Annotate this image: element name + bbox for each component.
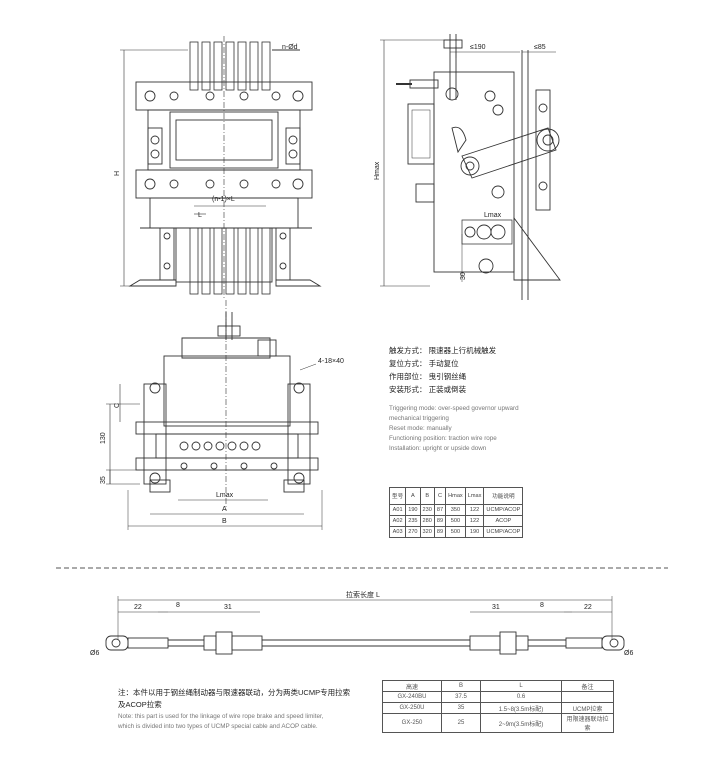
cable-d22-right: 22	[584, 604, 592, 611]
c-label: C	[114, 402, 121, 408]
table-row: GX-250 25 2~9m(3.5m标配) 用限速器联动拉索	[382, 713, 614, 733]
table-row: A02 235 280 89 500 122 ACOP	[388, 515, 524, 527]
spec-cn-2: 作用部位： 曳引钢丝绳	[389, 372, 467, 381]
b-label: B	[222, 518, 227, 525]
cable-d8-right: 8	[540, 602, 544, 609]
spec-cell: ACOP	[483, 515, 524, 527]
h-label: H	[114, 170, 121, 176]
spec-cell: 87	[433, 504, 447, 516]
spec-cell: 89	[433, 515, 447, 527]
holes-label: 4-18×40	[318, 358, 344, 365]
spec-header-a: A	[405, 487, 421, 505]
cable-d6-left: Ø6	[90, 650, 100, 657]
spec-cell: 190	[464, 526, 485, 538]
spec-cell: 89	[433, 526, 447, 538]
lmax-label: Lmax	[216, 492, 234, 499]
spec-header-c: C	[433, 487, 447, 505]
cable-table: 高速 B L 备注 GX-240BU 37.5 0.6 GX-250U 35 1…	[382, 680, 614, 733]
spec-cell: 500	[445, 526, 466, 538]
table-row: A01 190 230 87 350 122 UCMP/ACOP	[388, 504, 524, 516]
cable-cell	[561, 691, 614, 703]
cable-d22-left: 22	[134, 604, 142, 611]
spec-cell: UCMP/ACOP	[483, 526, 524, 538]
front-view	[120, 36, 322, 300]
spec-en-3: Functioning position: traction wire rope	[389, 435, 497, 442]
spec-header-b: B	[419, 487, 435, 505]
cable-d8-left: 8	[176, 602, 180, 609]
note-en-1: which is divided into two types of UCMP …	[118, 723, 318, 730]
cable-header-l: L	[480, 680, 562, 692]
cable-drawing	[105, 596, 625, 655]
cable-header-b: B	[441, 680, 481, 692]
bottom-view	[106, 300, 323, 530]
spec-header-model: 型号	[388, 487, 407, 505]
d190-label: ≤190	[470, 44, 486, 51]
spec-cell: 190	[405, 504, 421, 516]
spec-en-0: Triggering mode: over-speed governor upw…	[389, 405, 519, 412]
cable-cell: 37.5	[441, 691, 481, 703]
note-cn-1: 及ACOP拉索	[118, 700, 162, 709]
spec-table: 型号 A B C Hmax Lmax 功能说明 A01 190 230 87 3…	[388, 487, 524, 538]
cable-cell: GX-240BU	[382, 691, 442, 703]
spec-header-function: 功能说明	[483, 487, 524, 505]
spec-en-2: Reset mode: manually	[389, 425, 452, 432]
cable-cell: GX-250U	[382, 702, 442, 714]
d85-label: ≤85	[534, 44, 546, 51]
cable-d31-right: 31	[492, 604, 500, 611]
spec-en-4: Installation: upright or upside down	[389, 445, 487, 452]
side-view	[380, 34, 561, 300]
cable-cell: 2~9m(3.5m标配)	[480, 713, 562, 733]
spec-en-1: mechanical triggering	[389, 415, 449, 422]
spec-cell: 122	[464, 515, 485, 527]
spec-cell: 500	[445, 515, 466, 527]
spec-cell: A02	[388, 515, 407, 527]
spec-cell: A03	[388, 526, 407, 538]
spec-cell: 350	[445, 504, 466, 516]
table-row: GX-250U 35 1.5~8(3.5m标配) UCMP拉索	[382, 702, 614, 714]
spec-cell: 230	[419, 504, 435, 516]
cable-cell: 25	[441, 713, 481, 733]
cable-cell: 1.5~8(3.5m标配)	[480, 702, 562, 714]
table-row: GX-240BU 37.5 0.6	[382, 691, 614, 703]
table-row: 高速 B L 备注	[382, 680, 614, 692]
spec-cell: A01	[388, 504, 407, 516]
spec-cell: 320	[419, 526, 435, 538]
cable-cell: UCMP拉索	[561, 702, 614, 714]
spec-cell: 280	[419, 515, 435, 527]
d35-label: 35	[100, 476, 107, 484]
table-row: 型号 A B C Hmax Lmax 功能说明	[388, 487, 524, 505]
spec-cell: 235	[405, 515, 421, 527]
spec-cell: 122	[464, 504, 485, 516]
spec-header-hmax: Hmax	[445, 487, 466, 505]
pitch-label: (n-1)×L	[212, 196, 235, 203]
spec-cn-3: 安装形式： 正装或倒装	[389, 385, 467, 394]
spec-cn-0: 触发方式： 限速器上行机械触发	[389, 346, 497, 355]
cable-header-note: 备注	[561, 680, 614, 692]
d30-label: 30	[460, 272, 467, 280]
lmax-side-label: Lmax	[484, 212, 502, 219]
cable-header-model: 高速	[382, 680, 442, 692]
spec-cell: 270	[405, 526, 421, 538]
spec-header-lmax: Lmax	[464, 487, 485, 505]
note-cn-0: 注：本件以用于钢丝绳制动器与限速器联动，分为两类UCMP专用拉索	[118, 688, 351, 697]
a-label: A	[222, 506, 227, 513]
nd-label: n-Ød	[282, 44, 298, 51]
spec-cn-1: 复位方式： 手动复位	[389, 359, 459, 368]
spec-cell: UCMP/ACOP	[483, 504, 524, 516]
cable-cell: GX-250	[382, 713, 442, 733]
cable-total-label: 拉索长度 L	[346, 592, 380, 599]
cable-cell: 用限速器联动拉索	[561, 713, 614, 733]
cable-cell: 0.6	[480, 691, 562, 703]
l-label: L	[198, 212, 202, 219]
cable-d31-left: 31	[224, 604, 232, 611]
d130-label: 130	[100, 432, 107, 444]
hmax-label: Hmax	[374, 161, 381, 180]
cable-d6-right: Ø6	[624, 650, 634, 657]
cable-cell: 35	[441, 702, 481, 714]
table-row: A03 270 320 89 500 190 UCMP/ACOP	[388, 526, 524, 538]
note-en-0: Note: this part is used for the linkage …	[118, 713, 324, 720]
